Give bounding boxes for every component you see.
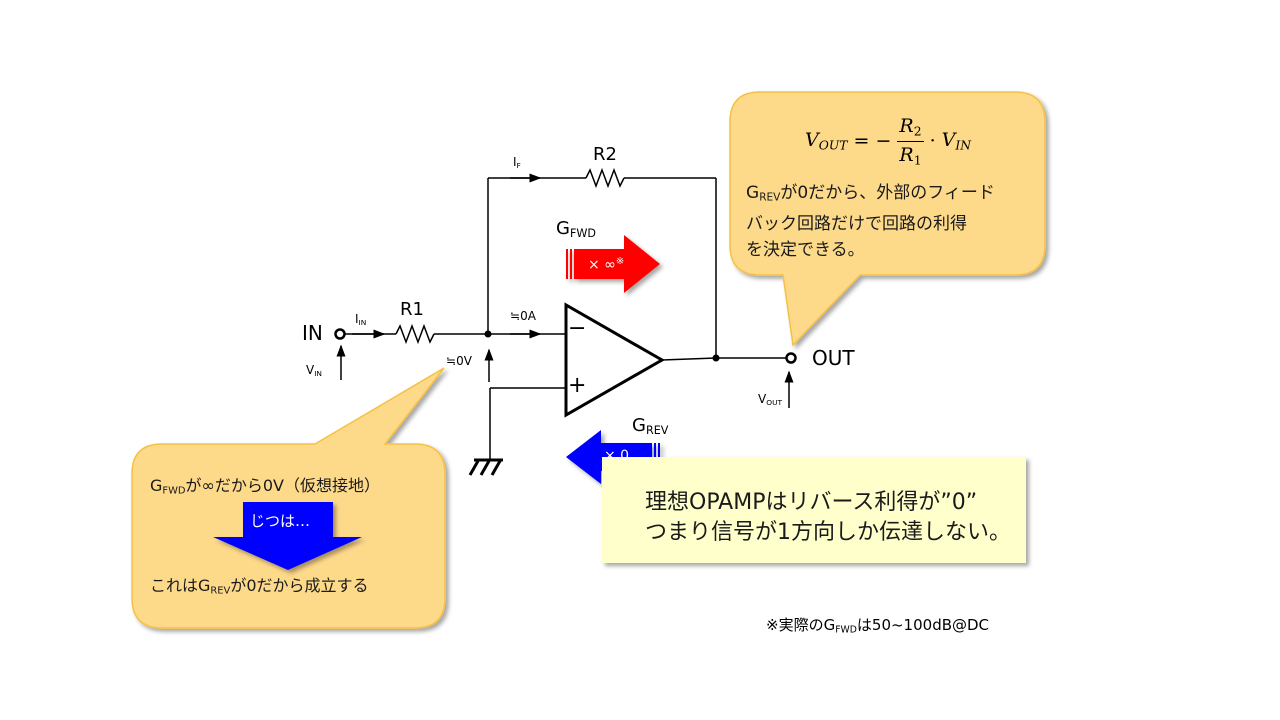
iin-sub: IN [358,317,367,327]
formula-denominator: R1 [899,143,922,168]
in-label: IN [302,321,323,345]
note-line1: 理想OPAMPはリバース利得が”0” [645,490,978,515]
vin-sub: IN [314,368,322,378]
formula-callout-line3: を決定できる。 [746,239,865,260]
in-terminal [334,328,346,340]
junction-dot-output [712,354,720,362]
ground-symbol [468,458,503,476]
plus-label: + [568,373,587,398]
gfwd-arrow-text: × ∞※ [588,256,625,273]
note-text: 理想OPAMPはリバース利得が”0” つまり信号が1方向しか伝達しない。 [645,488,1011,548]
iin-label: IIN [355,313,366,326]
formula-numerator: R2 [897,115,924,142]
if-sub: F [516,160,521,170]
grev-sub: REV [645,423,669,437]
formula-callout-line2: バック回路だけで回路の利得 [746,213,967,234]
opamp-triangle [564,302,666,418]
formula-rhs: VIN [941,129,972,154]
vin-label: VIN [306,364,322,377]
vin-text: V [306,363,315,377]
formula-callout-line1: GREVが0だから、外部のフィード [746,183,995,204]
r2-label: R2 [593,144,617,165]
vout-text: V [758,392,767,406]
formula-callout-bubble [729,91,1046,347]
down-arrow-shape [213,502,362,570]
if-text: I [513,155,517,169]
footnote: ※実際のGFWDは50~100dB@DC [766,616,990,636]
vout-label: VOUT [758,393,782,406]
out-label: OUT [812,346,855,370]
grev-arrow-text: × 0 [604,448,630,464]
r2-resistor [585,167,625,189]
wires [336,167,794,460]
gfwd-arrow-shape [566,235,660,293]
formula-dot: · [929,130,936,153]
formula-callout-text: GREVが0だから、外部のフィード バック回路だけで回路の利得 を決定できる。 [746,180,995,263]
gfwd-sub: FWD [569,226,596,240]
ground-callout-line1: GFWDが∞だから0V（仮想接地） [150,476,380,497]
minus-label: − [568,316,587,341]
formula-fraction: R2 R1 [897,115,924,168]
formula-equals: = − [853,130,892,153]
input-current-label: ≒0A [510,309,536,323]
gfwd-label: GFWD [556,220,596,239]
iin-text: I [355,312,359,326]
formula-lhs: VOUT [805,129,848,154]
ground-callout-bubble [131,367,446,629]
out-terminal [785,352,797,364]
note-box [602,457,1026,563]
r1-resistor [395,323,435,345]
junction-dot-input [484,330,492,338]
gfwd-footnote-mark: ※ [615,256,625,267]
grev-label: GREV [632,417,668,436]
gain-formula: VOUT = − R2 R1 · VIN [805,115,971,167]
gfwd-g: G [556,218,570,239]
if-label: IF [513,156,521,169]
vout-sub: OUT [766,397,783,407]
down-arrow-text: じつは… [250,512,311,530]
r1-label: R1 [400,299,424,320]
virtual-ground-label: ≒0V [446,354,472,368]
gfwd-multiplier: × ∞ [588,257,616,273]
note-line2: つまり信号が1方向しか伝達しない。 [645,520,1011,545]
grev-g: G [632,415,646,436]
ground-callout-line2: これはGREVが0だから成立する [150,576,369,597]
